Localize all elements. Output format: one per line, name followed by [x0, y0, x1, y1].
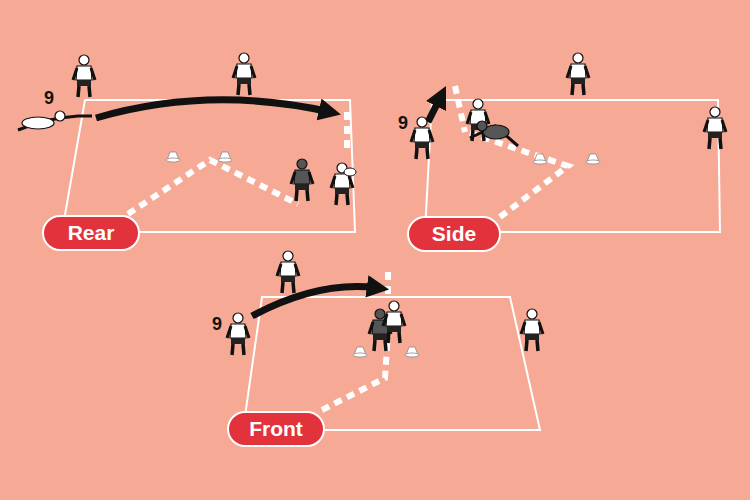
drill-label-pill: Side: [407, 216, 501, 252]
drill-label: Front: [249, 417, 303, 441]
drill-label: Rear: [68, 221, 115, 245]
drill-label-pill: Front: [227, 411, 325, 447]
player-number: 9: [212, 314, 222, 335]
player-number: 9: [398, 113, 408, 134]
player-number: 9: [44, 88, 54, 109]
drill-label-pill: Rear: [42, 215, 140, 251]
drill-label: Side: [432, 222, 476, 246]
